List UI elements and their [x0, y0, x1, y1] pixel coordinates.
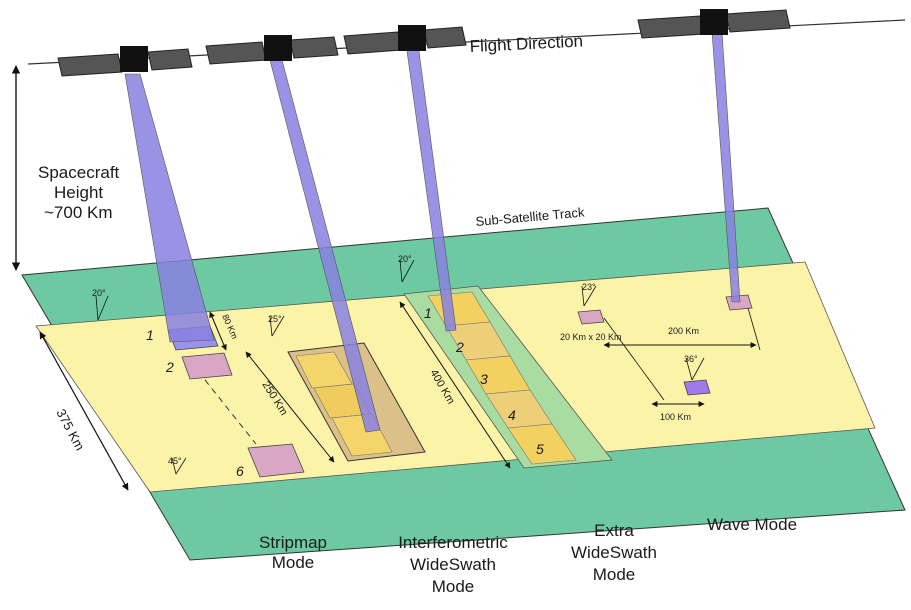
swath-width-label: 375 Km	[53, 406, 87, 453]
spacecraft-height-line-3: ~700 Km	[44, 203, 113, 222]
wave-spacing-across: 100 Km	[660, 412, 691, 422]
ews-beam-5: 5	[536, 441, 544, 457]
wave-mode-label: Wave Mode	[707, 515, 797, 534]
wave-vignette-3	[683, 379, 711, 396]
satellite-icon-2	[205, 35, 339, 65]
swath-width-arrow	[39, 331, 129, 491]
angle-marker-wave-23	[581, 285, 597, 307]
stripmap-mode-label-2: Mode	[272, 553, 315, 572]
iws-length-arrow	[245, 351, 335, 463]
iws-angle: 25°	[268, 314, 282, 324]
stripmap-size-arrow	[209, 311, 227, 351]
ews-beam-4: 4	[508, 407, 516, 423]
spacecraft-height-line-2: Height	[54, 183, 103, 202]
satellite-icon-1	[57, 46, 193, 77]
satellite-icon-4	[637, 9, 791, 39]
ews-beam-3: 3	[480, 371, 488, 387]
ews-length-arrow	[399, 301, 511, 469]
stripmap-footprint-2	[181, 352, 233, 380]
wave-vignette-size: 20 Km x 20 Km	[560, 332, 622, 342]
flight-direction-label: Flight Direction	[469, 31, 583, 56]
wave-spacing-along: 200 Km	[668, 326, 699, 336]
ews-beam-1: 1	[424, 305, 432, 321]
iws-mode-label-2: WideSwath	[410, 555, 496, 574]
ews-beam-2: 2	[455, 339, 464, 355]
angle-marker-ews-20	[399, 259, 415, 283]
ews-mode-label-2: WideSwath	[571, 543, 657, 562]
stripmap-angle-bottom: 45°	[168, 456, 182, 466]
stripmap-mode-label-1: Stripmap	[259, 533, 327, 552]
iws-mode-label-3: Mode	[432, 577, 475, 596]
ews-subswath-5	[507, 423, 577, 465]
wave-angle-1: 23°	[582, 282, 596, 292]
wave-angle-2: 36°	[684, 354, 698, 364]
stripmap-angle-top: 20°	[92, 288, 106, 298]
stripmap-beam-2: 2	[165, 359, 174, 375]
angle-marker-stripmap-20	[95, 295, 109, 321]
wave-guide-2	[747, 307, 761, 351]
angle-marker-stripmap-45	[171, 457, 187, 475]
stripmap-beam-6: 6	[236, 463, 244, 479]
ews-angle: 20°	[398, 254, 412, 264]
wave-guide-1	[603, 317, 665, 401]
angle-marker-wave-36	[685, 357, 705, 381]
angle-marker-iws-25	[269, 315, 285, 337]
sub-satellite-track-label: Sub-Satellite Track	[475, 204, 585, 228]
wave-vignette-1	[577, 309, 605, 325]
ews-mode-label-1: Extra	[594, 521, 634, 540]
ews-mode-label-3: Mode	[593, 565, 636, 584]
spacecraft-height-line-1: Spacecraft	[38, 163, 120, 182]
stripmap-beam-1: 1	[146, 327, 154, 343]
iws-mode-label-1: Interferometric	[398, 533, 508, 552]
satellite-icon-3	[343, 25, 467, 55]
